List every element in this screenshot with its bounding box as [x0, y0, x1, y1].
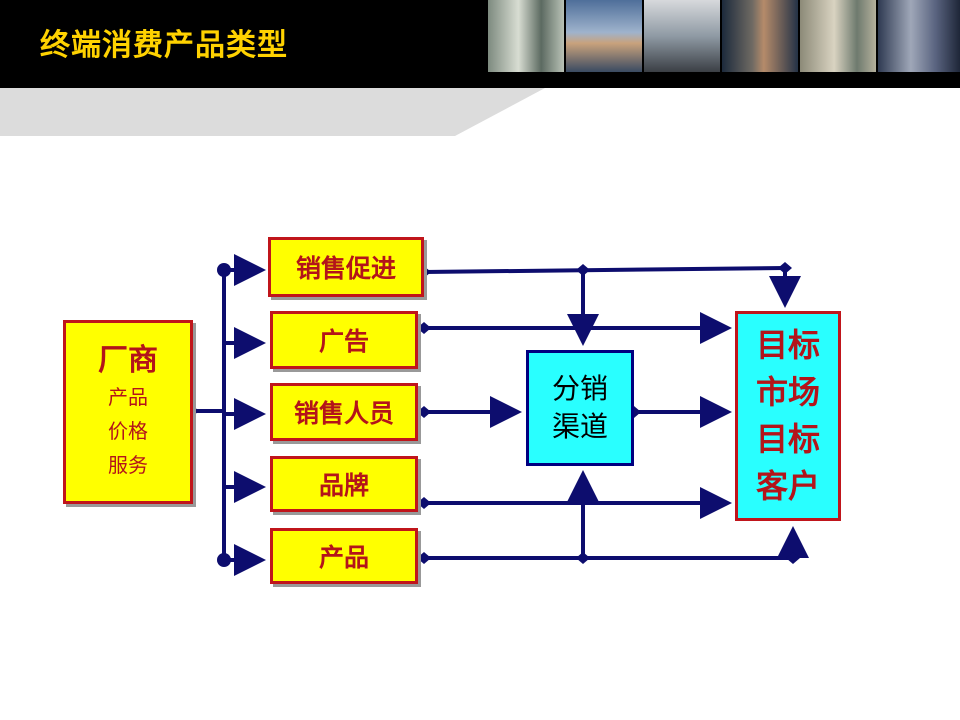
target-market-box: 目标 市场 目标 客户: [735, 311, 841, 521]
factor-box-product: 产品: [270, 528, 418, 584]
factor-box-advertising: 广告: [270, 311, 418, 369]
manufacturer-line: 服务: [108, 448, 148, 482]
channel-line: 分销: [552, 370, 608, 408]
factor-label: 广告: [319, 322, 369, 358]
factor-label: 品牌: [319, 466, 369, 502]
distribution-channel-box: 分销 渠道: [526, 350, 634, 466]
manufacturer-line: 价格: [108, 414, 148, 448]
channel-line: 渠道: [552, 408, 608, 446]
factor-label: 产品: [319, 538, 369, 574]
factor-box-brand: 品牌: [270, 456, 418, 512]
manufacturer-title: 厂商: [98, 342, 158, 380]
manufacturer-box: 厂商 产品 价格 服务: [63, 320, 193, 504]
factor-box-sales-staff: 销售人员: [270, 383, 418, 441]
target-line: 目标: [756, 416, 820, 463]
manufacturer-line: 产品: [108, 380, 148, 414]
target-line: 目标: [756, 322, 820, 369]
target-line: 客户: [756, 463, 820, 510]
factor-label: 销售促进: [296, 249, 396, 285]
target-line: 市场: [756, 369, 820, 416]
factor-label: 销售人员: [294, 394, 394, 430]
factor-box-sales-promotion: 销售促进: [268, 237, 424, 297]
